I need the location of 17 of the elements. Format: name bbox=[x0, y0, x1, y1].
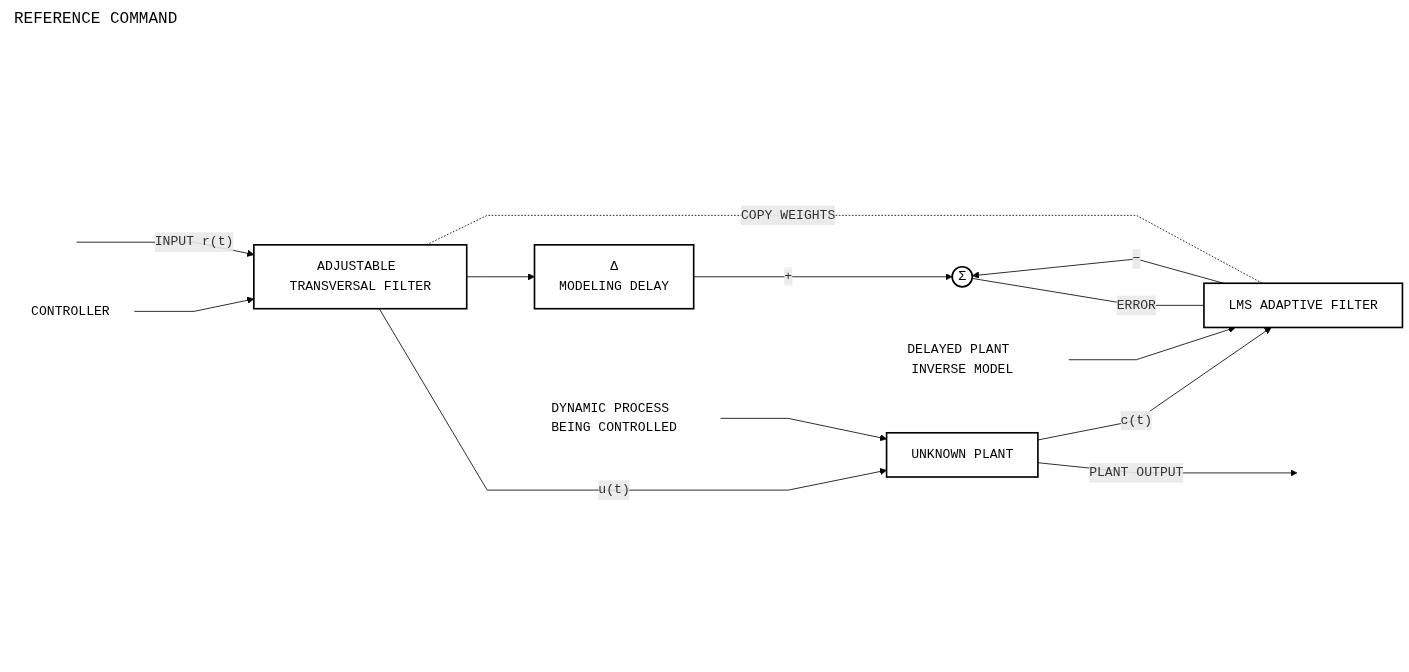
node-circle: Σ bbox=[951, 265, 974, 288]
edge-label: COPY WEIGHTS bbox=[741, 207, 836, 223]
edge-label: c(t) bbox=[1120, 412, 1153, 428]
node-text: DYNAMIC PROCESS BEING CONTROLLED bbox=[551, 400, 677, 436]
edge-label: + bbox=[784, 269, 793, 284]
edge-label: ERROR bbox=[1116, 297, 1156, 313]
node-text: DELAYED PLANT INVERSE MODEL bbox=[907, 342, 1014, 377]
node-box: ADJUSTABLE TRANSVERSAL FILTER bbox=[253, 243, 468, 310]
edge-label: PLANT OUTPUT bbox=[1089, 465, 1184, 481]
edge-label: − bbox=[1132, 251, 1141, 267]
node-box: UNKNOWN PLANT bbox=[885, 431, 1039, 478]
node-text: CONTROLLER bbox=[31, 303, 110, 319]
node-box: Δ MODELING DELAY bbox=[533, 243, 695, 310]
edge-label: u(t) bbox=[598, 482, 630, 498]
node-box: LMS ADAPTIVE FILTER bbox=[1203, 282, 1404, 329]
edge-label: INPUT r(t) bbox=[154, 234, 234, 250]
note-text: REFERENCE COMMAND bbox=[14, 10, 178, 28]
